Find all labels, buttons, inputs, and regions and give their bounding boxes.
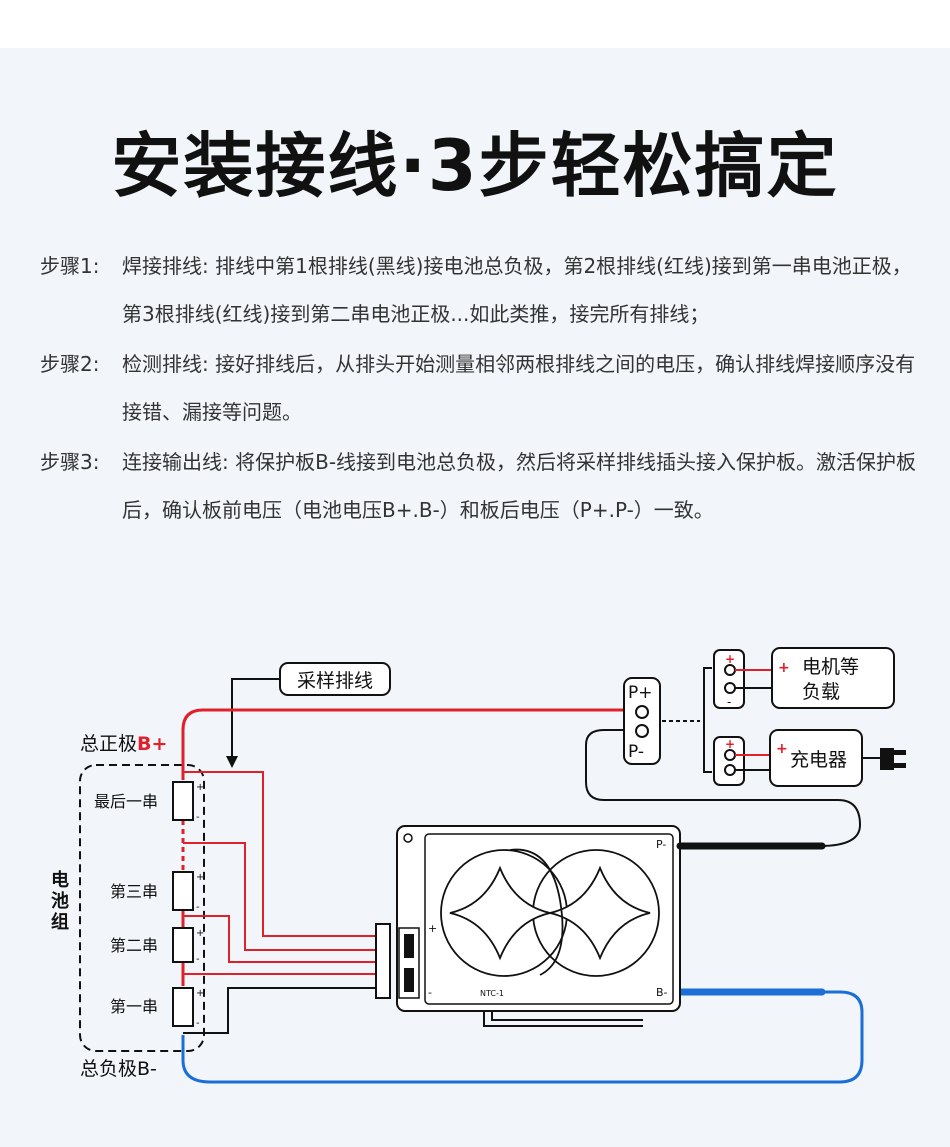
page-title: 安装接线·3步轻松搞定 [111,125,839,207]
step-3: 步骤3: 连接输出线: 将保护板B-线接到电池总负极，然后将采样排线插头接入保护… [40,438,920,534]
p-plus-label: P+ [628,683,653,703]
step-text: 将保护板B-线接到电池总负极，然后将采样排线插头接入保护板。激活保护板后，确认板… [122,450,917,522]
p-minus-label: P- [628,742,644,762]
step-text: 接好排线后，从排头开始测量相邻两根排线之间的电压，确认排线焊接顺序没有接错、漏接… [122,352,916,424]
svg-text:最后一串: 最后一串 [94,792,158,811]
svg-text:第三串: 第三串 [110,882,158,901]
svg-text:-: - [196,902,200,913]
svg-text:+: + [725,652,735,666]
svg-text:+: + [196,782,204,793]
battery-pack-box [79,764,205,1052]
sample-wire [183,915,376,963]
svg-text:+: + [428,922,437,935]
sampling-arrow-line [231,678,280,760]
sampling-cable-label: 采样排线 [297,670,373,692]
step-text: 排线中第1根排线(黑线)接电池总负极，第2根排线(红线)接到第一串电池正极，第3… [122,254,912,326]
cell-third: 第三串 + - [110,871,204,913]
cell-first: 第一串 + - [110,987,204,1029]
svg-text:-: - [428,986,432,999]
sampling-arrow-head [226,756,238,768]
step-label: 步骤3: [40,450,100,474]
p-minus-wire [585,729,862,847]
step-label: 步骤1: [40,254,100,278]
sampling-connector [375,923,391,999]
ntc-wire [491,1011,643,1021]
protection-board: P- B- + - NTC-1 [396,825,681,1012]
p-terminal-box [623,677,661,765]
svg-text:P-: P- [656,838,666,851]
step-heading: 连接输出线: [122,450,229,474]
sample-wire-black [183,987,376,1034]
step-2: 步骤2: 检测排线: 接好排线后，从排头开始测量相邻两根排线之间的电压，确认排线… [40,340,920,436]
svg-text:-: - [196,1018,200,1029]
svg-text:+: + [196,988,204,999]
battery-pack-label-1: 电 [51,869,69,891]
svg-text:NTC-1: NTC-1 [480,989,504,998]
load-label-1: 电机等 [802,656,859,678]
ntc-wire [483,1011,643,1027]
svg-text:-: - [727,695,731,709]
svg-text:B-: B- [656,986,668,999]
load-terminal [713,649,745,709]
svg-text:-: - [196,812,200,823]
svg-text:+: + [196,872,204,883]
cell-second: 第二串 + - [110,927,204,965]
svg-text:第二串: 第二串 [110,936,158,955]
step-1: 步骤1: 焊接排线: 排线中第1根排线(黑线)接电池总负极，第2根排线(红线)接… [40,242,920,338]
p-minus-terminal [635,724,649,738]
load-label-2: 负载 [802,681,840,703]
svg-text:-: - [196,954,200,965]
charger-terminal [713,736,745,786]
b-plus-main-wire [181,708,628,780]
step-heading: 检测排线: [122,352,209,376]
svg-text:第一串: 第一串 [110,997,158,1016]
total-positive-label: 总正极B+ [80,733,167,755]
plug-icon [862,748,906,770]
p-plus-terminal [635,705,649,719]
step-heading: 焊接排线: [122,254,209,278]
wiring-diagram: 采样排线 电 池 组 总正极B+ 总负极B- 最后一串 + - 第三串 + - … [51,647,906,1084]
branch-bracket [703,667,712,773]
cell-last: 最后一串 + - [94,781,204,823]
sample-wire [183,842,376,951]
battery-pack-label-3: 组 [51,911,69,933]
total-negative-label: 总负极B- [80,1058,157,1080]
sample-wire [183,771,376,937]
b-minus-wire [181,990,864,1084]
step-label: 步骤2: [40,352,100,376]
svg-text:+: + [196,928,204,939]
svg-text:+: + [776,741,788,757]
steps-list: 步骤1: 焊接排线: 排线中第1根排线(黑线)接电池总负极，第2根排线(红线)接… [40,242,920,536]
load-box [771,647,895,709]
battery-pack-label-2: 池 [51,890,69,912]
charger-label: 充电器 [790,749,847,771]
svg-text:+: + [725,737,735,751]
svg-text:+: + [778,660,790,676]
